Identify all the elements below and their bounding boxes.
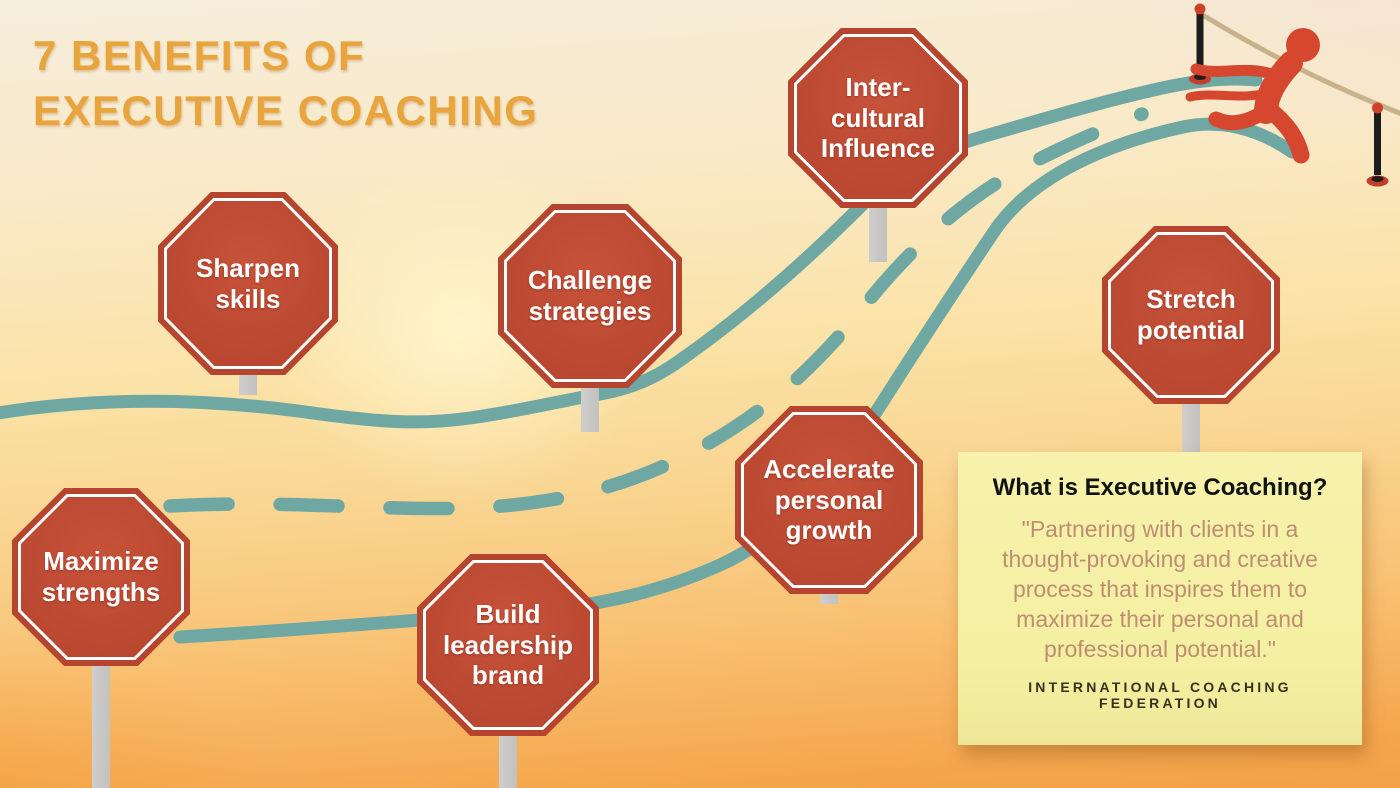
title-line-2: EXECUTIVE COACHING — [33, 87, 539, 135]
definition-note: What is Executive Coaching? "Partnering … — [958, 452, 1362, 745]
sign-post-icon — [499, 730, 517, 788]
benefit-sign-sharpen-skills: Sharpen skills — [158, 192, 338, 395]
note-quote: "Partnering with clients in a thought-pr… — [1002, 516, 1318, 662]
stop-sign-octagon — [498, 204, 682, 388]
stop-sign-octagon — [12, 488, 190, 666]
sign-label: Challenge strategies — [527, 265, 653, 326]
stop-sign-octagon — [158, 192, 338, 375]
sign-label: Build leadership brand — [442, 598, 574, 691]
benefit-sign-stretch-potential: Stretch potential — [1102, 226, 1280, 455]
sign-post-icon — [869, 202, 887, 262]
benefit-sign-maximize-strengths: Maximize strengths — [12, 488, 190, 788]
note-attribution: INTERNATIONAL COACHING FEDERATION — [1028, 679, 1292, 712]
sign-label: Sharpen skills — [195, 252, 301, 314]
stop-sign-octagon — [1102, 226, 1280, 404]
sign-label: Maximize strengths — [41, 546, 161, 607]
stop-sign-octagon — [735, 406, 923, 594]
benefit-sign-intercultural-influence: Inter- cultural Influence — [788, 28, 968, 262]
sign-post-icon — [92, 660, 110, 788]
note-heading: What is Executive Coaching? — [992, 474, 1328, 501]
page-title: 7 BENEFITS OF EXECUTIVE COACHING — [33, 28, 538, 139]
sign-post-icon — [1182, 398, 1200, 455]
title-line-1: 7 BENEFITS OF — [33, 32, 366, 79]
sign-label: Inter- cultural Influence — [820, 71, 936, 164]
benefit-sign-build-leadership-brand: Build leadership brand — [417, 554, 599, 788]
stop-sign-octagon — [788, 28, 968, 208]
road-center-dashed-line — [163, 107, 1149, 516]
sign-label: Stretch potential — [1136, 284, 1246, 345]
stop-sign-octagon — [417, 554, 599, 736]
runner-icon — [1185, 28, 1320, 164]
benefit-sign-accelerate-personal-growth: Accelerate personal growth — [735, 406, 923, 604]
finish-pole-right-icon — [1366, 102, 1389, 187]
benefit-sign-challenge-strategies: Challenge strategies — [498, 204, 682, 432]
sign-post-icon — [581, 382, 599, 432]
sign-label: Accelerate personal growth — [763, 453, 895, 546]
road-top-edge — [0, 72, 1263, 429]
